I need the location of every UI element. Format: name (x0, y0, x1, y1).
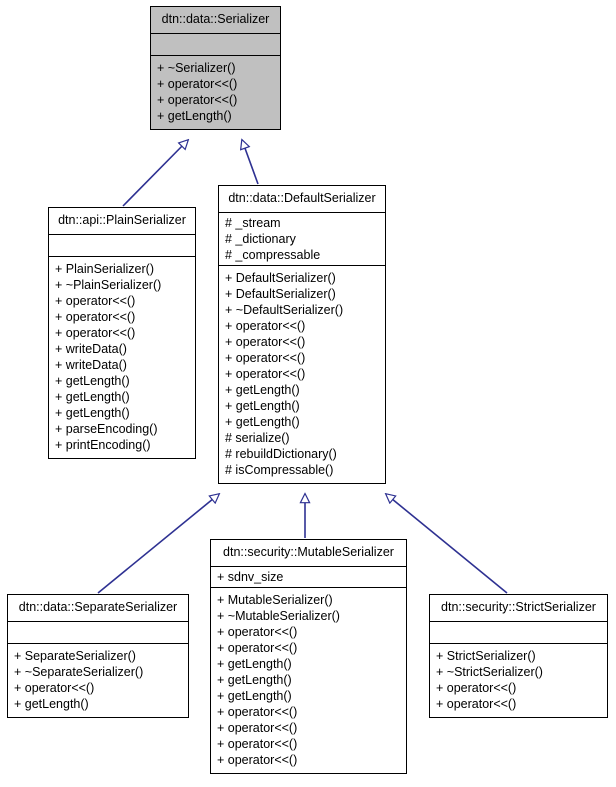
class-box-plain-serializer[interactable]: dtn::api::PlainSerializer + PlainSeriali… (48, 207, 196, 459)
member-item: # _stream (225, 216, 281, 230)
class-operations-separate-serializer: + SeparateSerializer() + ~SeparateSerial… (8, 644, 188, 717)
class-box-mutable-serializer[interactable]: dtn::security::MutableSerializer + sdnv_… (210, 539, 407, 774)
class-operations-mutable-serializer: + MutableSerializer() + ~MutableSerializ… (211, 588, 406, 773)
member-item: + ~StrictSerializer() (436, 665, 543, 679)
class-attributes-default-serializer: # _stream # _dictionary # _compressable (219, 213, 385, 266)
member-item: + StrictSerializer() (436, 649, 536, 663)
member-item: + printEncoding() (55, 438, 151, 452)
class-name-strict-serializer: dtn::security::StrictSerializer (430, 595, 607, 622)
member-item: + ~DefaultSerializer() (225, 303, 344, 317)
member-item: + operator<<() (217, 753, 298, 767)
member-item: + getLength() (217, 657, 292, 671)
member-item: + DefaultSerializer() (225, 271, 336, 285)
member-item: + getLength() (225, 383, 300, 397)
member-item: + getLength() (14, 697, 89, 711)
member-item: # isCompressable() (225, 463, 334, 477)
member-item: # _compressable (225, 248, 321, 262)
member-item: + operator<<() (217, 705, 298, 719)
class-attributes-plain-serializer (49, 235, 195, 257)
class-attributes-strict-serializer (430, 622, 607, 644)
class-box-strict-serializer[interactable]: dtn::security::StrictSerializer + Strict… (429, 594, 608, 718)
member-item: + operator<<() (55, 294, 136, 308)
class-attributes-separate-serializer (8, 622, 188, 644)
member-item: + getLength() (157, 109, 232, 123)
member-item: + operator<<() (436, 681, 517, 695)
member-item: # _dictionary (225, 232, 296, 246)
class-operations-plain-serializer: + PlainSerializer() + ~PlainSerializer()… (49, 257, 195, 458)
member-item: + operator<<() (55, 326, 136, 340)
member-item: + operator<<() (157, 93, 238, 107)
class-name-default-serializer: dtn::data::DefaultSerializer (219, 186, 385, 213)
member-item: + getLength() (55, 390, 130, 404)
member-item: + writeData() (55, 358, 127, 372)
member-item: + ~Serializer() (157, 61, 236, 75)
member-item: + operator<<() (157, 77, 238, 91)
member-item: # serialize() (225, 431, 290, 445)
class-box-default-serializer[interactable]: dtn::data::DefaultSerializer # _stream #… (218, 185, 386, 484)
member-item: + writeData() (55, 342, 127, 356)
class-operations-default-serializer: + DefaultSerializer() + DefaultSerialize… (219, 266, 385, 483)
member-item: + getLength() (225, 399, 300, 413)
edge-separate-to-default (97, 494, 219, 594)
member-item: + getLength() (55, 374, 130, 388)
member-item: + operator<<() (225, 319, 306, 333)
class-attributes-serializer (151, 34, 280, 56)
member-item: + MutableSerializer() (217, 593, 333, 607)
member-item: + operator<<() (225, 335, 306, 349)
member-item: + PlainSerializer() (55, 262, 154, 276)
class-operations-serializer: + ~Serializer() + operator<<() + operato… (151, 56, 280, 129)
member-item: + sdnv_size (217, 570, 284, 584)
class-attributes-mutable-serializer: + sdnv_size (211, 567, 406, 588)
class-name-plain-serializer: dtn::api::PlainSerializer (49, 208, 195, 235)
member-item: # rebuildDictionary() (225, 447, 337, 461)
class-operations-strict-serializer: + StrictSerializer() + ~StrictSerializer… (430, 644, 607, 717)
edge-plain-to-serializer (122, 140, 188, 207)
member-item: + getLength() (225, 415, 300, 429)
member-item: + getLength() (55, 406, 130, 420)
class-name-separate-serializer: dtn::data::SeparateSerializer (8, 595, 188, 622)
class-name-mutable-serializer: dtn::security::MutableSerializer (211, 540, 406, 567)
member-item: + operator<<() (225, 351, 306, 365)
member-item: + operator<<() (55, 310, 136, 324)
class-box-serializer[interactable]: dtn::data::Serializer + ~Serializer() + … (150, 6, 281, 130)
member-item: + operator<<() (14, 681, 95, 695)
member-item: + operator<<() (217, 737, 298, 751)
member-item: + getLength() (217, 673, 292, 687)
member-item: + getLength() (217, 689, 292, 703)
member-item: + ~PlainSerializer() (55, 278, 162, 292)
edge-default-to-serializer (242, 140, 259, 185)
member-item: + SeparateSerializer() (14, 649, 136, 663)
member-item: + ~SeparateSerializer() (14, 665, 144, 679)
member-item: + operator<<() (225, 367, 306, 381)
member-item: + operator<<() (217, 641, 298, 655)
member-item: + operator<<() (217, 625, 298, 639)
member-item: + parseEncoding() (55, 422, 158, 436)
class-name-serializer: dtn::data::Serializer (151, 7, 280, 34)
member-item: + DefaultSerializer() (225, 287, 336, 301)
class-box-separate-serializer[interactable]: dtn::data::SeparateSerializer + Separate… (7, 594, 189, 718)
member-item: + operator<<() (217, 721, 298, 735)
member-item: + ~MutableSerializer() (217, 609, 340, 623)
member-item: + operator<<() (436, 697, 517, 711)
